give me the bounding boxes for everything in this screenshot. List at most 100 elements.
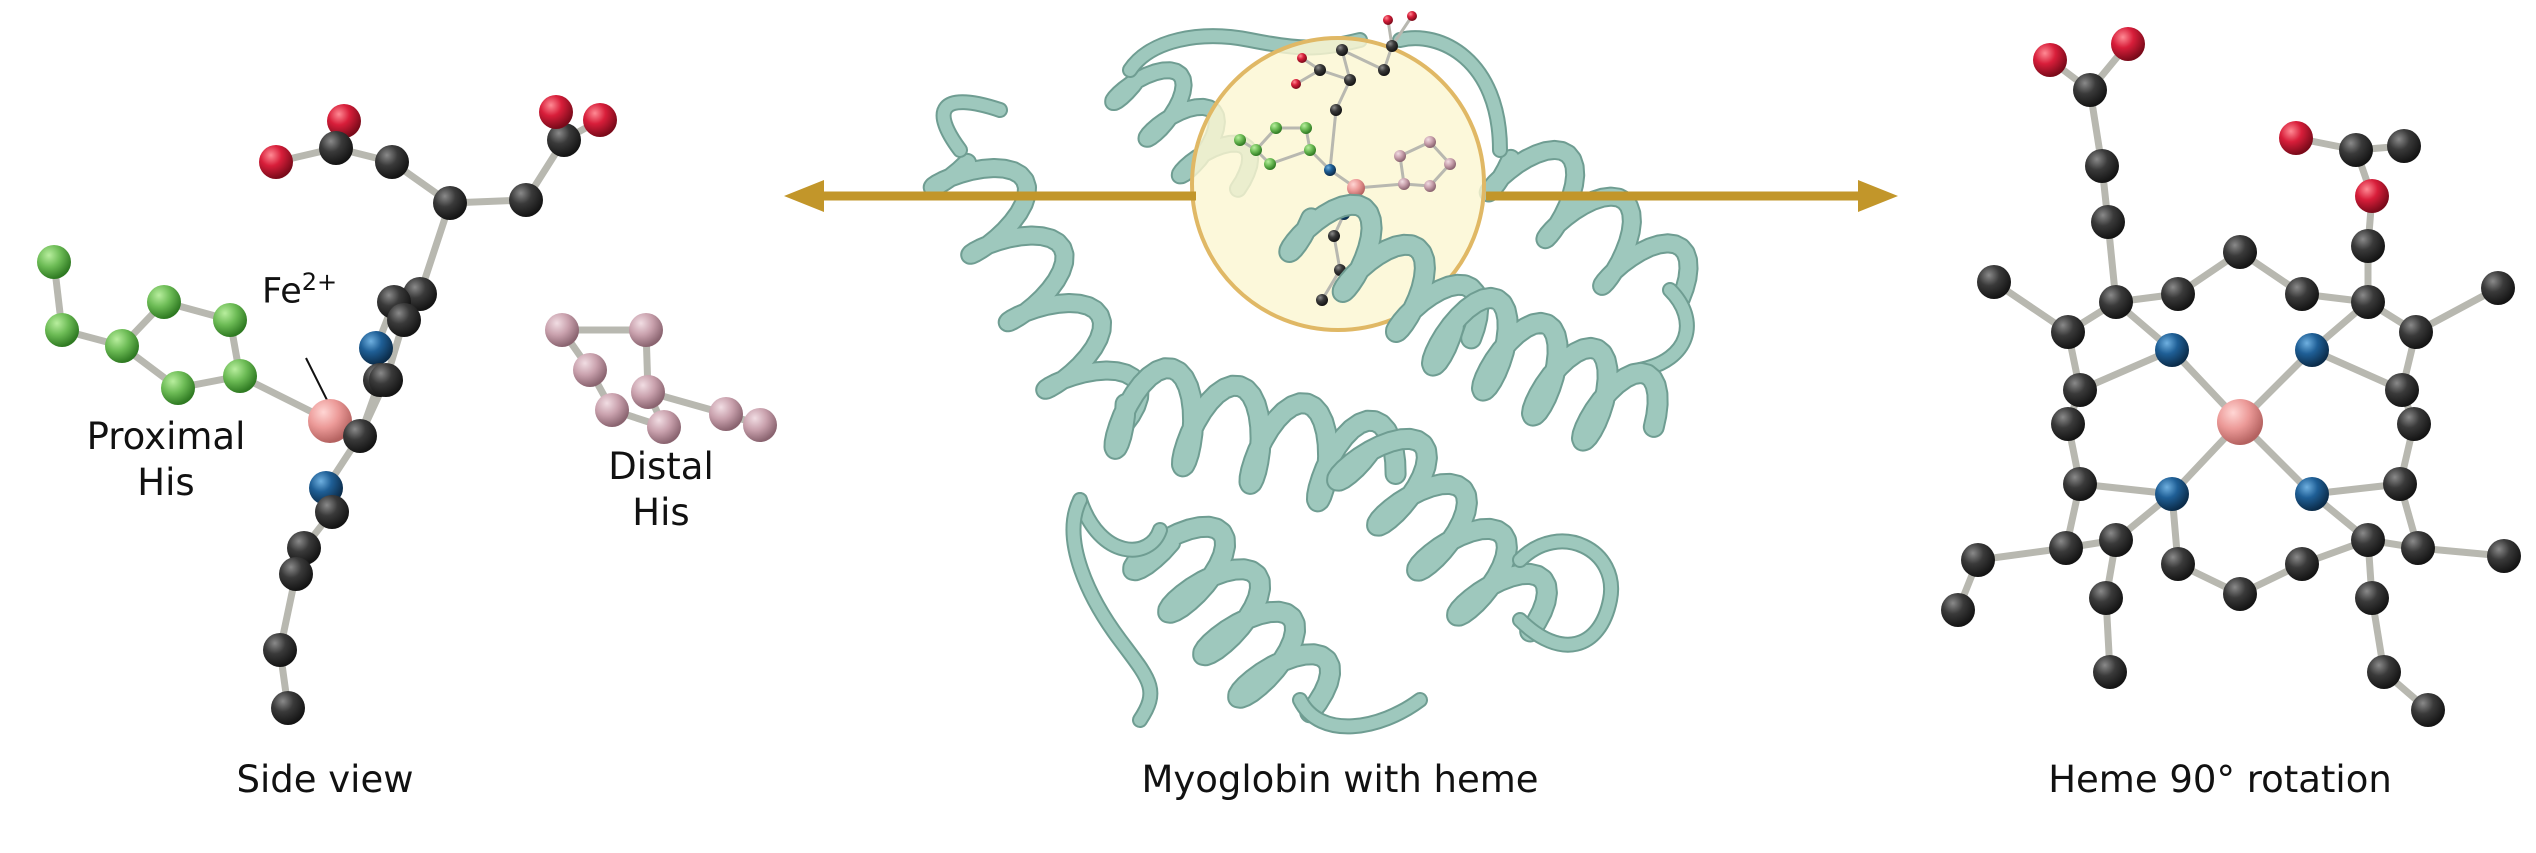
heme-rotated-atoms (1941, 27, 2521, 727)
arrow-left-icon (784, 180, 1196, 212)
pocket-heme-carbon-atom (1330, 104, 1342, 116)
pocket-heme-carbon-atom (1344, 74, 1356, 86)
pocket-heme-bond (1340, 48, 1386, 72)
heme-rotated-nitrogen-atom (2155, 333, 2189, 367)
heme-in-pocket (1234, 11, 1456, 306)
iron-symbol: Fe (262, 271, 302, 312)
side-view-oxygen-atom (539, 95, 573, 129)
pocket-heme-proximal-his-atom (1264, 158, 1276, 170)
heme-rotated-carbon-atom (2481, 271, 2515, 305)
heme-rotated-carbon-atom (2161, 277, 2195, 311)
side-view-bonds (50, 108, 764, 712)
distal-his-label-line1: Distal (608, 445, 714, 488)
side-view-caption: Side view (236, 758, 414, 801)
heme-rotated-carbon-atom (2073, 73, 2107, 107)
pocket-heme-carbon-atom (1336, 44, 1348, 56)
side-view-distal-his-atom (545, 313, 579, 347)
heme-rotated-carbon-atom (2063, 467, 2097, 501)
heme-rotated-carbon-atom (2093, 655, 2127, 689)
pocket-heme-bond (1328, 108, 1338, 172)
side-view-proximal-his-atom (161, 371, 195, 405)
side-view-proximal-his-atom (223, 359, 257, 393)
pocket-heme-nitrogen-atom (1324, 164, 1336, 176)
heme-rotated-carbon-atom (2399, 315, 2433, 349)
side-view-distal-his-atom (647, 410, 681, 444)
heme-rotated-carbon-atom (2051, 315, 2085, 349)
side-view-iron-atom (308, 399, 352, 443)
pocket-heme-distal-his-atom (1444, 158, 1456, 170)
protein-loop-outline (1065, 492, 1159, 728)
protein-loop (1394, 32, 1506, 156)
protein-ribbon-front (1065, 193, 1669, 735)
protein-loop (1634, 284, 1693, 376)
side-view-carbon-atom (375, 145, 409, 179)
heme-rotated-carbon-atom (2355, 581, 2389, 615)
side-view-carbon-atom (287, 531, 321, 565)
pocket-heme-distal-his-atom (1398, 178, 1410, 190)
pocket-heme-carbon-atom (1378, 64, 1390, 76)
heme-rotated-carbon-atom (2351, 285, 2385, 319)
side-view-carbon-atom (387, 303, 421, 337)
heme-rotated-carbon-atom (2387, 129, 2421, 163)
heme-rotated-carbon-atom (2223, 577, 2257, 611)
protein-helix (1105, 359, 1405, 511)
pocket-heme-carbon-atom (1328, 230, 1340, 242)
side-view-distal-his-atom (631, 375, 665, 409)
heme-rotated-carbon-atom (2223, 235, 2257, 269)
heme-rotated-oxygen-atom (2033, 43, 2067, 77)
protein-helix (924, 154, 1148, 441)
heme-rotated-oxygen-atom (2355, 179, 2389, 213)
heme-rotated-carbon-atom (2397, 407, 2431, 441)
pocket-heme-oxygen-atom (1407, 11, 1417, 21)
proximal-his-label-line1: Proximal (86, 415, 246, 458)
pocket-heme-oxygen-atom (1383, 15, 1393, 25)
pocket-heme-carbon-atom (1316, 294, 1328, 306)
heme-rotated-nitrogen-atom (2295, 333, 2329, 367)
protein-loop (1074, 494, 1166, 556)
side-view-oxygen-atom (259, 145, 293, 179)
pocket-heme-carbon-atom (1386, 40, 1398, 52)
heme-rotated-carbon-atom (1961, 543, 1995, 577)
heme-rotated-carbon-atom (2339, 133, 2373, 167)
heme-rotated-nitrogen-atom (2295, 477, 2329, 511)
heme-rotated-carbon-atom (2367, 655, 2401, 689)
pocket-heme-proximal-his-atom (1250, 144, 1262, 156)
side-view-distal-his-atom (629, 313, 663, 347)
side-view-carbon-atom (403, 277, 437, 311)
side-view-proximal-his-atom (45, 313, 79, 347)
protein-loop (1294, 694, 1426, 733)
distal-his-label: Distal His (596, 444, 726, 536)
proximal-his-label: Proximal His (78, 414, 254, 506)
protein-helix (1280, 195, 1488, 348)
protein-helix (1480, 141, 1697, 307)
protein-helix (1423, 288, 1667, 450)
heme-rotated-carbon-atom (1941, 593, 1975, 627)
side-view-carbon-atom (271, 691, 305, 725)
side-view-nitrogen-atom (359, 331, 393, 365)
pocket-heme-distal-his-atom (1424, 180, 1436, 192)
protein-helix (1124, 517, 1339, 722)
side-view-carbon-atom (263, 633, 297, 667)
pocket-heme-bond (1268, 148, 1312, 166)
arrow-right-icon (1486, 180, 1898, 212)
heme-rotated-iron-atom (2217, 399, 2263, 445)
heme-rotated-carbon-atom (2091, 205, 2125, 239)
heme-rotated-carbon-atom (2401, 531, 2435, 565)
side-view-distal-his-atom (743, 408, 777, 442)
heme-rotated-carbon-atom (2099, 285, 2133, 319)
heme-rotated-oxygen-atom (2111, 27, 2145, 61)
heme-rotation-caption: Heme 90° rotation (2048, 758, 2392, 801)
myoglobin-caption: Myoglobin with heme (1141, 758, 1539, 801)
pocket-heme-proximal-his-atom (1300, 122, 1312, 134)
side-view-carbon-atom (369, 363, 403, 397)
heme-rotated-carbon-atom (2049, 531, 2083, 565)
protein-loop (937, 96, 1006, 156)
heme-rotated-carbon-atom (1977, 265, 2011, 299)
pocket-heme-proximal-his-atom (1304, 144, 1316, 156)
side-view-carbon-atom (433, 186, 467, 220)
side-view-carbon-atom (315, 495, 349, 529)
side-view-oxygen-atom (327, 104, 361, 138)
protein-loop (1067, 494, 1157, 726)
heme-rotated-carbon-atom (2051, 407, 2085, 441)
